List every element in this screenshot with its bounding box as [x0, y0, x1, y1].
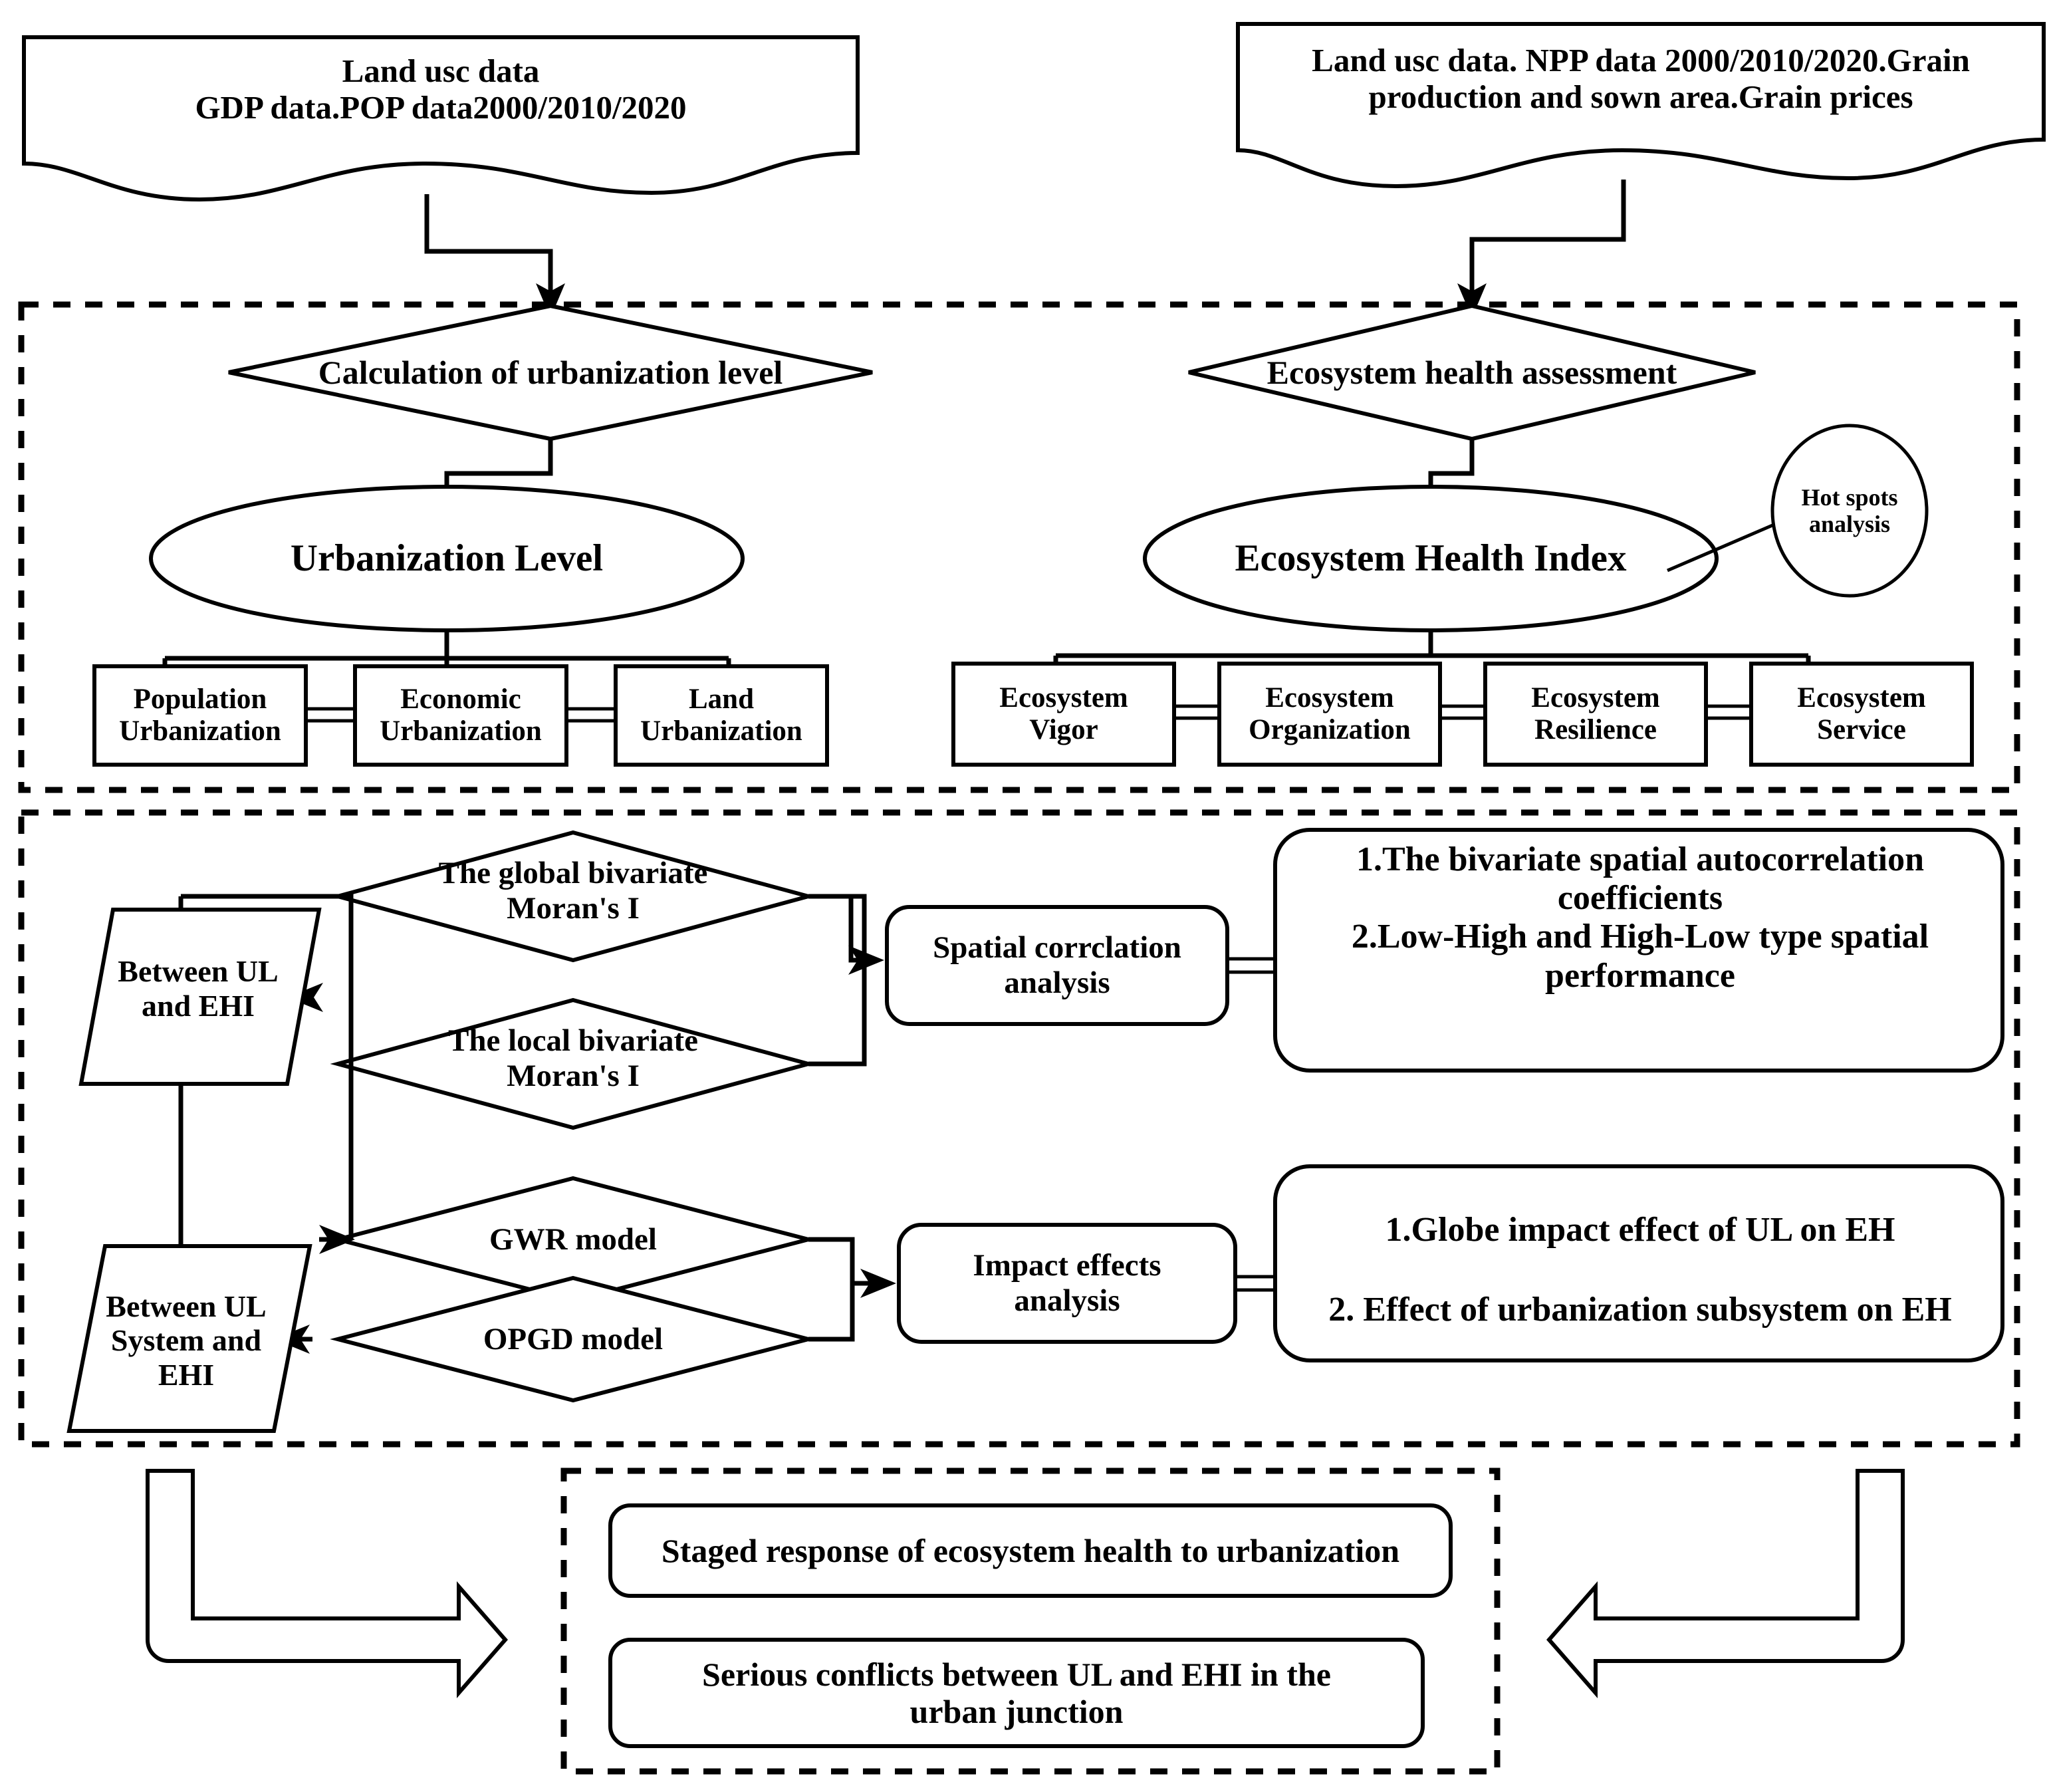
sub-economic-urbanization-shape [353, 664, 568, 767]
connector-source-right-to-decision [1469, 180, 1626, 301]
index-ecosystem-health-shape [1143, 485, 1719, 632]
method-global-moran-shape [330, 830, 816, 963]
hot-spots-analysis-shape [1770, 424, 1929, 598]
arrowhead-source-right [1457, 283, 1487, 318]
bent-arrow-right [1546, 1469, 1905, 1698]
conclusion-staged-response-shape [608, 1503, 1453, 1598]
arrowhead-spatial-correlation [848, 946, 884, 975]
connector-ehi-subboxes [1174, 704, 1751, 720]
conclusion-serious-conflicts-shape [608, 1638, 1425, 1748]
analysis-impact-effects-shape [897, 1223, 1237, 1344]
connector-spatial-to-outcome [1227, 957, 1275, 974]
connector-moran-to-spatial [808, 894, 860, 1067]
sub-population-urbanization-shape [92, 664, 308, 767]
dashed-panel-analysis [18, 809, 2020, 1448]
source-shape-right [1236, 22, 2046, 189]
outcome-spatial-correlation-shape [1273, 828, 2004, 1073]
decision-ecosystem-shape [1188, 303, 1756, 442]
connector-ehi-tree [1053, 630, 1811, 677]
index-urbanization-level-shape [149, 485, 745, 632]
scope-ul-ehi-shape [78, 908, 322, 1086]
analysis-spatial-correlation-shape [885, 905, 1229, 1026]
sub-land-urbanization-shape [614, 664, 829, 767]
connector-impact-to-outcome [1235, 1275, 1275, 1292]
sub-ecosystem-vigor-shape [951, 662, 1176, 767]
sub-ecosystem-resilience-shape [1483, 662, 1708, 767]
bent-arrow-left [146, 1469, 508, 1698]
method-opgd-shape [330, 1275, 816, 1403]
arrowhead-source-left [536, 283, 565, 318]
arrowhead-gwr-entry [319, 1225, 355, 1254]
sub-ecosystem-organization-shape [1217, 662, 1442, 767]
scope-ul-system-ehi-shape [66, 1244, 312, 1433]
connector-ehi-to-hotspots [1667, 523, 1773, 573]
arrowhead-scope-ul-ehi [287, 983, 323, 1012]
arrowhead-impact-effects [860, 1269, 896, 1298]
connector-source-left-to-decision [424, 194, 553, 301]
decision-urbanization-shape [228, 303, 873, 442]
dashed-panel-assessment [18, 301, 2020, 793]
sub-ecosystem-service-shape [1749, 662, 1974, 767]
method-local-moran-shape [330, 997, 816, 1130]
dashed-panel-conclusions [560, 1468, 1501, 1775]
source-shape-left [22, 35, 860, 202]
outcome-impact-effects-shape [1273, 1164, 2004, 1362]
connector-ul-subboxes [306, 707, 616, 723]
